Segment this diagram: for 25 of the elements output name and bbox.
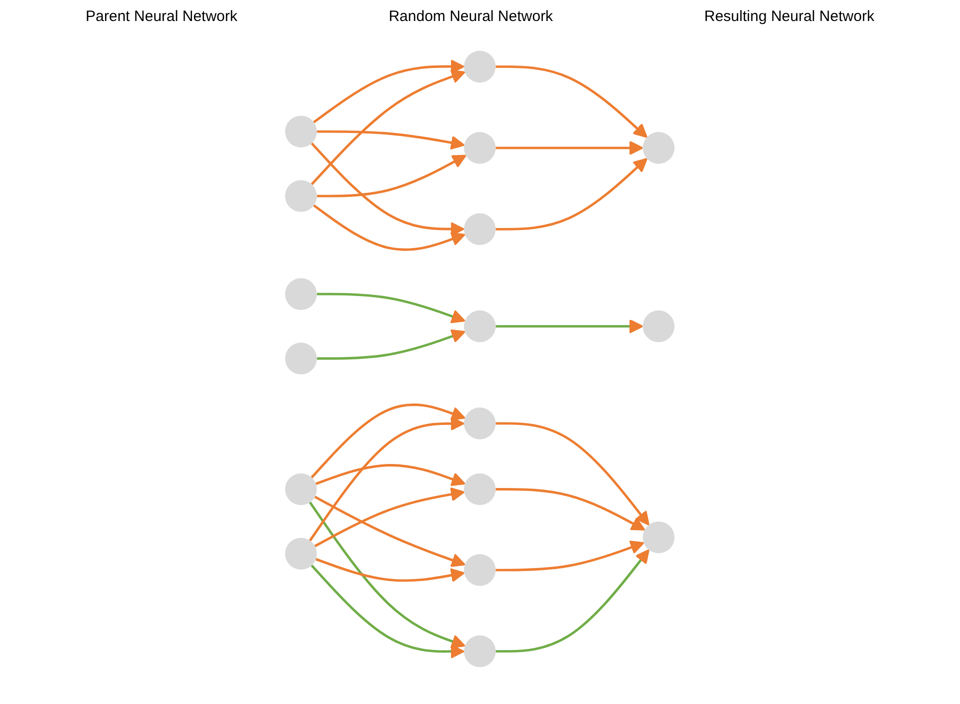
arrow — [496, 65, 648, 138]
arrow — [311, 70, 466, 186]
arrow — [496, 540, 645, 572]
arrow — [310, 564, 465, 659]
arrow — [317, 292, 466, 324]
network-title: Resulting Neural Network — [704, 8, 874, 25]
arrow — [317, 130, 466, 150]
arrow — [496, 319, 644, 334]
arrow — [310, 404, 466, 478]
arrow — [313, 59, 465, 124]
arrow — [317, 329, 466, 360]
arrow — [316, 558, 466, 582]
arrow — [313, 204, 466, 251]
arrow — [317, 154, 467, 198]
arrow — [309, 502, 466, 648]
network-title: Parent Neural Network — [86, 8, 238, 25]
network-title: Random Neural Network — [388, 8, 553, 25]
arrow — [314, 487, 465, 548]
arrow — [496, 488, 646, 530]
arrow — [316, 464, 466, 486]
arrow — [496, 549, 650, 653]
arrow — [496, 140, 644, 156]
arrow — [496, 158, 648, 230]
arrow — [496, 422, 650, 526]
arrow — [314, 496, 466, 568]
